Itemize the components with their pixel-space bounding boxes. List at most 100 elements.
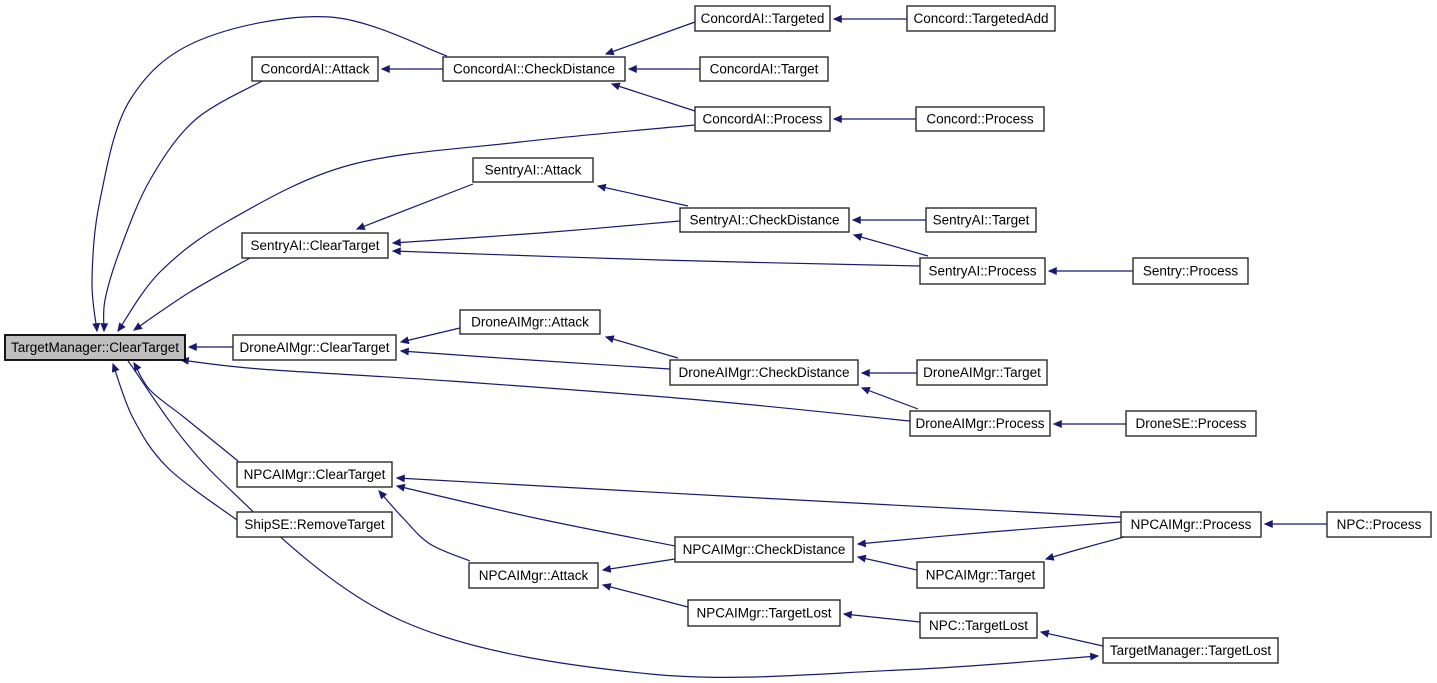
edge-cProcess-cCheck <box>610 82 696 112</box>
node-droneaimgr-checkdistance[interactable]: DroneAIMgr::CheckDistance <box>669 359 859 386</box>
node-box[interactable] <box>687 599 841 627</box>
node-box[interactable] <box>251 56 379 82</box>
node-npcaimgr-targetlost[interactable]: NPCAIMgr::TargetLost <box>687 599 841 627</box>
node-box[interactable] <box>919 612 1038 639</box>
edge-tmTargetLost-npcTargetLost <box>1039 629 1104 647</box>
node-box[interactable] <box>925 207 1037 233</box>
node-box[interactable] <box>232 334 397 361</box>
edge-dProcess-dCheck <box>860 387 919 410</box>
edge-nCheck-nAttack <box>601 558 676 573</box>
node-shipse-removetarget[interactable]: ShipSE::RemoveTarget <box>236 511 393 538</box>
node-box[interactable] <box>1125 410 1257 437</box>
node-npc-process[interactable]: NPC::Process <box>1326 511 1432 538</box>
node-concordai-attack[interactable]: ConcordAI::Attack <box>251 56 379 82</box>
edge-dProcess-root <box>179 356 911 422</box>
edge-nAttack-nClear <box>378 490 471 562</box>
edge-dCheck-dAttack <box>604 335 679 359</box>
node-box[interactable] <box>674 536 854 563</box>
edge-sCheck-sAttack <box>596 183 689 207</box>
node-label: SentryAI::Attack <box>485 163 582 178</box>
node-box[interactable] <box>699 56 829 82</box>
node-droneaimgr-process[interactable]: DroneAIMgr::Process <box>909 410 1051 437</box>
node-npcaimgr-cleartarget[interactable]: NPCAIMgr::ClearTarget <box>236 461 393 488</box>
node-box[interactable] <box>236 461 393 488</box>
node-npcaimgr-checkdistance[interactable]: NPCAIMgr::CheckDistance <box>674 536 854 563</box>
node-box[interactable] <box>679 207 850 233</box>
node-concordai-target[interactable]: ConcordAI::Target <box>699 56 829 82</box>
node-npcaimgr-process[interactable]: NPCAIMgr::Process <box>1120 511 1262 538</box>
node-droneaimgr-target[interactable]: DroneAIMgr::Target <box>916 359 1048 386</box>
node-label: NPCAIMgr::CheckDistance <box>683 542 846 557</box>
node-concordai-process[interactable]: ConcordAI::Process <box>694 106 831 132</box>
node-npc-targetlost[interactable]: NPC::TargetLost <box>919 612 1038 639</box>
node-label: ConcordAI::Process <box>702 112 822 127</box>
node-droneaimgr-attack[interactable]: DroneAIMgr::Attack <box>459 309 601 335</box>
root-node-box[interactable] <box>4 334 186 361</box>
node-sentry-process[interactable]: Sentry::Process <box>1132 257 1249 285</box>
node-label: NPCAIMgr::Process <box>1131 517 1252 532</box>
node-label: NPCAIMgr::Attack <box>479 568 589 583</box>
node-box[interactable] <box>916 359 1048 386</box>
node-label: TargetManager::ClearTarget <box>11 340 179 355</box>
node-label: NPCAIMgr::Target <box>926 568 1036 583</box>
node-concord-targetedadd[interactable]: Concord::TargetedAdd <box>906 5 1056 32</box>
node-box[interactable] <box>919 257 1046 285</box>
node-label: TargetManager::TargetLost <box>1110 643 1272 658</box>
edge-nTarget-nCheck <box>856 554 918 571</box>
edge-sAttack-sClear <box>355 183 474 230</box>
node-sentryai-checkdistance[interactable]: SentryAI::CheckDistance <box>679 207 850 233</box>
edge-sClear-root <box>132 257 251 331</box>
node-box[interactable] <box>1102 637 1279 664</box>
node-box[interactable] <box>459 309 601 335</box>
node-box[interactable] <box>1120 511 1262 538</box>
node-npcaimgr-target[interactable]: NPCAIMgr::Target <box>916 561 1045 589</box>
node-concordai-checkdistance[interactable]: ConcordAI::CheckDistance <box>442 56 626 82</box>
node-concord-process[interactable]: Concord::Process <box>915 106 1045 132</box>
edge-nClear-root <box>133 361 239 462</box>
node-box[interactable] <box>472 157 594 183</box>
node-box[interactable] <box>916 561 1045 589</box>
node-droneaimgr-cleartarget[interactable]: DroneAIMgr::ClearTarget <box>232 334 397 361</box>
node-label: DroneAIMgr::Attack <box>471 315 589 330</box>
node-box[interactable] <box>694 106 831 132</box>
edge-root-tmTargetLost <box>127 360 1100 678</box>
edge-shipRemove-root <box>111 362 238 521</box>
node-box[interactable] <box>1326 511 1432 538</box>
node-sentryai-attack[interactable]: SentryAI::Attack <box>472 157 594 183</box>
node-label: DroneAIMgr::Target <box>923 365 1041 380</box>
node-box[interactable] <box>669 359 859 386</box>
node-targetmanager-targetlost[interactable]: TargetManager::TargetLost <box>1102 637 1279 664</box>
node-label: SentryAI::Target <box>933 213 1030 228</box>
node-box[interactable] <box>906 5 1056 32</box>
node-label: ShipSE::RemoveTarget <box>244 517 385 532</box>
node-sentryai-process[interactable]: SentryAI::Process <box>919 257 1046 285</box>
node-dronese-process[interactable]: DroneSE::Process <box>1125 410 1257 437</box>
node-box[interactable] <box>1132 257 1249 285</box>
edge-nProcess-nCheck <box>856 521 1122 548</box>
node-sentryai-target[interactable]: SentryAI::Target <box>925 207 1037 233</box>
node-sentryai-cleartarget[interactable]: SentryAI::ClearTarget <box>241 232 389 259</box>
node-label: ConcordAI::Targeted <box>701 11 825 26</box>
node-box[interactable] <box>241 232 389 259</box>
node-label: NPC::TargetLost <box>929 618 1028 633</box>
node-targetmanager-cleartarget[interactable]: TargetManager::ClearTarget <box>4 334 186 361</box>
node-label: NPCAIMgr::TargetLost <box>696 606 831 621</box>
node-label: DroneAIMgr::ClearTarget <box>239 340 389 355</box>
node-box[interactable] <box>915 106 1045 132</box>
node-box[interactable] <box>468 562 599 589</box>
edge-cCheck-root <box>91 16 448 333</box>
node-concordai-targeted[interactable]: ConcordAI::Targeted <box>694 5 831 32</box>
node-box[interactable] <box>236 511 393 538</box>
node-label: ConcordAI::Target <box>710 62 819 77</box>
node-box[interactable] <box>694 5 831 32</box>
edge-dAttack-dClear <box>399 327 461 345</box>
edge-cAttack-root <box>100 80 263 333</box>
node-box[interactable] <box>442 56 626 82</box>
edge-sCheck-sClear <box>391 220 681 247</box>
node-box[interactable] <box>909 410 1051 437</box>
node-npcaimgr-attack[interactable]: NPCAIMgr::Attack <box>468 562 599 589</box>
node-label: Concord::Process <box>926 112 1034 127</box>
node-label: DroneAIMgr::CheckDistance <box>678 365 849 380</box>
